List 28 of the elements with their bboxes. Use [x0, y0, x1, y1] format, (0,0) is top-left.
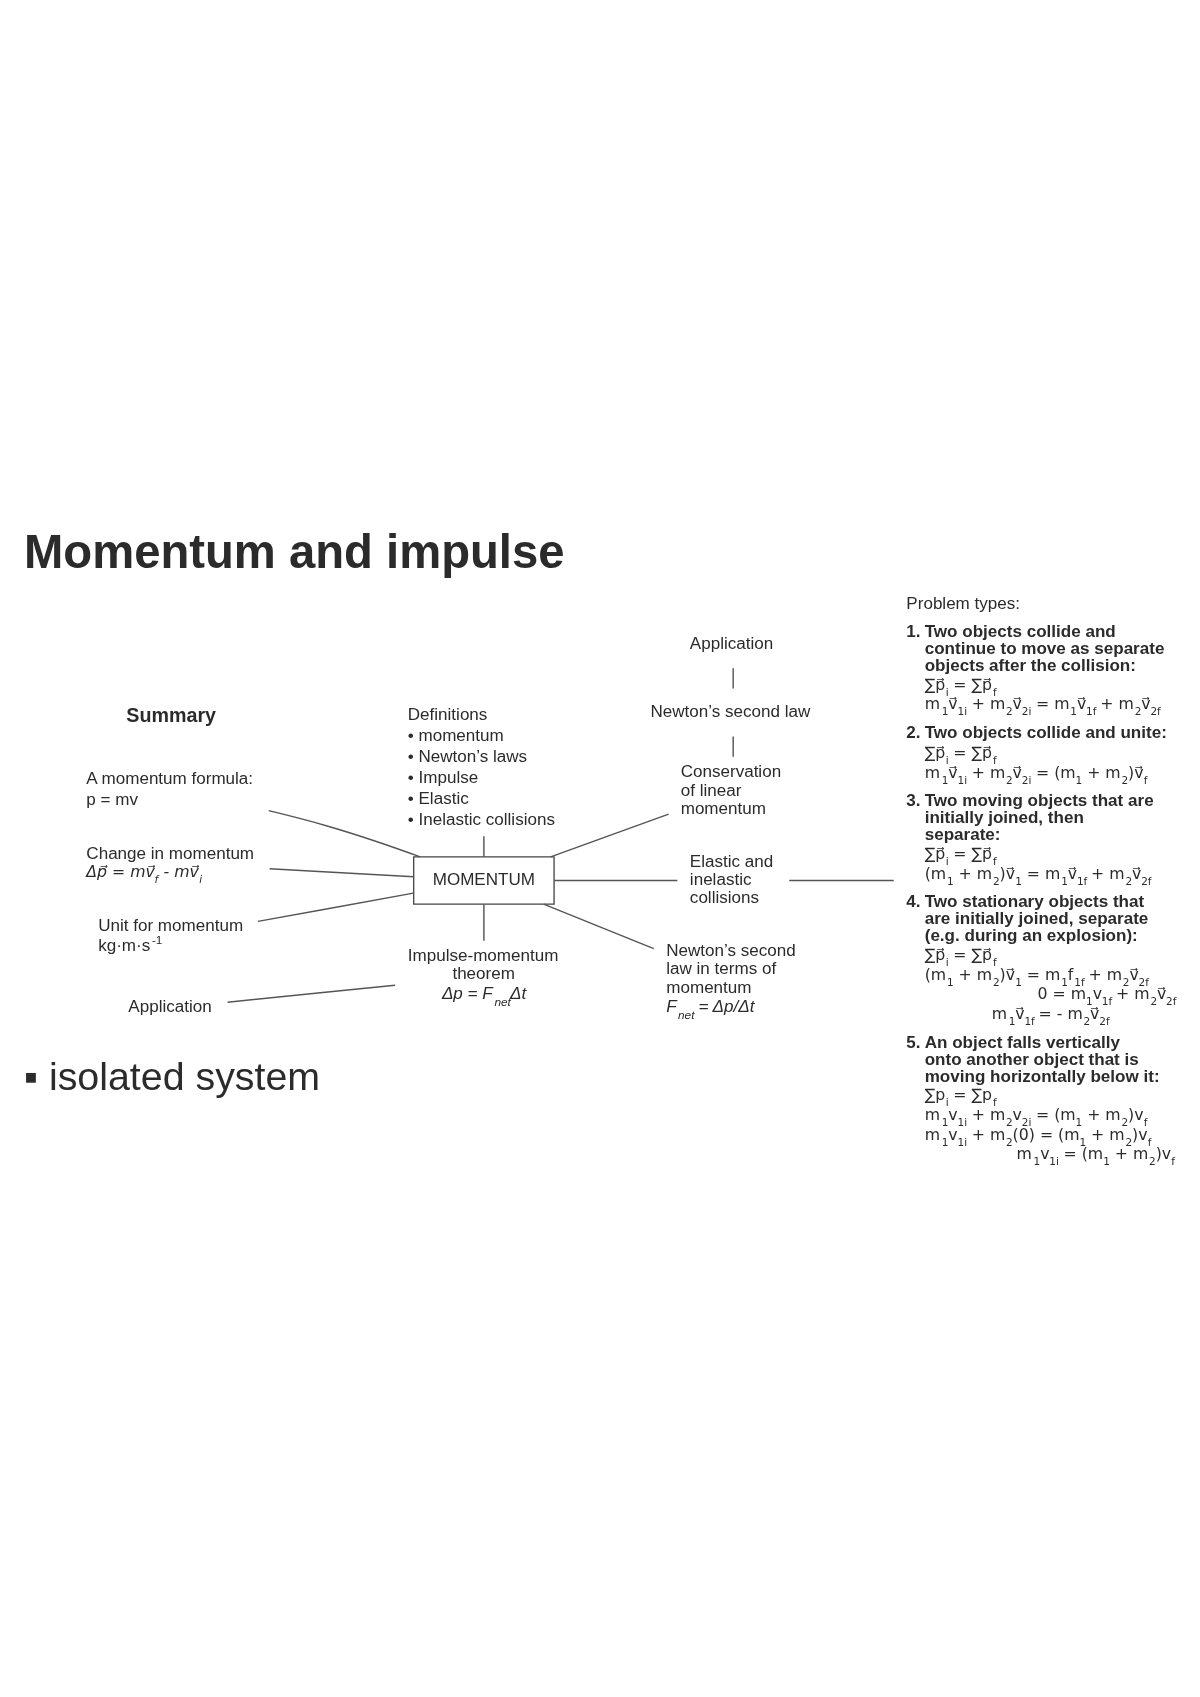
connector: [226, 983, 396, 1003]
node-text: A momentum formula: p = mv: [86, 768, 254, 809]
connector: [788, 879, 895, 881]
connector: [483, 903, 485, 941]
node-text: Definitions • momentum • Newton’s laws • Impulse • Elastic • Inelastic collisions: [407, 704, 555, 829]
node-text: Conservation of linear momentum: [680, 761, 782, 818]
label: Summary: [126, 703, 217, 726]
node-text: Application: [689, 633, 774, 653]
connector: [257, 891, 415, 922]
node-box: MOMENTUM: [413, 855, 555, 905]
connector: [483, 834, 485, 857]
connector: [732, 666, 734, 689]
node-text: Impulse-momentum theorem Δp = F$_{net}$Δt: [407, 945, 559, 1009]
label: ▪ isolated system: [24, 1053, 321, 1098]
connector: [553, 879, 679, 881]
node-text: Elastic and inelastic collisions: [689, 851, 774, 907]
node-text: Problem types: 1. Two objects collide and continue to move as separate objects after the collision: ∑p⃗$_{i}$ = ∑p⃗$_{f}$ m$_{1}$v⃗$_{1i}$ + m$_{2}$v⃗$_{2i}$ = m$_{1}$v⃗$_{1f}$ + m$_{2}$v⃗$_{2f}$ 2. Two objects collide and unite: ∑p⃗$_{i}$ = ∑p⃗$_{f}$ m$_{1}$v⃗$_{1i}$ + m$_{2}$v⃗$_{2i}$ = (m$_{1}$ + m$_{2}$)v⃗$_{f}$ 3. Two moving objects that are initially joined, then separate: ∑p⃗$_{i}$ = ∑p⃗$_{f}$ (m$_{1}$ + m$_{2}$)v⃗$_{1}$ = m$_{1}$v⃗$_{1f}$ + m$_{2}$v⃗$_{2f}$ 4. Two stationary objects that are initially joined, separate (e.g. during an explosion): ∑p⃗$_{i}$ = ∑p⃗$_{f}$ (m$_{1}$ + m$_{2}$)v⃗$_{1}$ = m$_{1}$f$_{1f}$ + m$_{2}$v⃗$_{2f}$ 0 = m$_{1}$v$_{1f}$ + m$_{2}$v⃗$_{2f}$ m$_{1}$v⃗$_{1f}$ = - m$_{2}$v⃗$_{2f}$ 5. An object falls vertically onto another object that is moving horizontally below it: ∑p$_{i}$ = ∑p$_{f}$ m$_{1}$v$_{1i}$ + m$_{2}$v$_{2i}$ = (m$_{1}$ + m$_{2}$)v$_{f}$ m$_{1}$v$_{1i}$ + m$_{2}$(0) = (m$_{1}$ + m$_{2}$)v$_{f}$ m$_{1}$v$_{1i}$ = (m$_{1}$ + m$_{2}$)v$_{f}$: [906, 593, 1177, 1167]
node-text: Change in momentum Δp⃗ = mv⃗$_{f}$ - mv⃗$_{i}$: [86, 843, 255, 885]
node-text: Application: [128, 996, 212, 1016]
node-text: Newton’s second law: [650, 701, 811, 721]
diagram-title: Momentum and impulse: [24, 524, 565, 578]
connector: [268, 809, 421, 858]
connector: [268, 867, 415, 877]
connector: [542, 902, 655, 949]
connector: [732, 735, 734, 758]
node-text: Unit for momentum kg·m·s$^{-1}$: [98, 915, 244, 955]
connector: [549, 812, 670, 858]
node-text: Newton’s second law in terms of momentum F$_{net}$ = Δp/Δt: [666, 940, 796, 1022]
